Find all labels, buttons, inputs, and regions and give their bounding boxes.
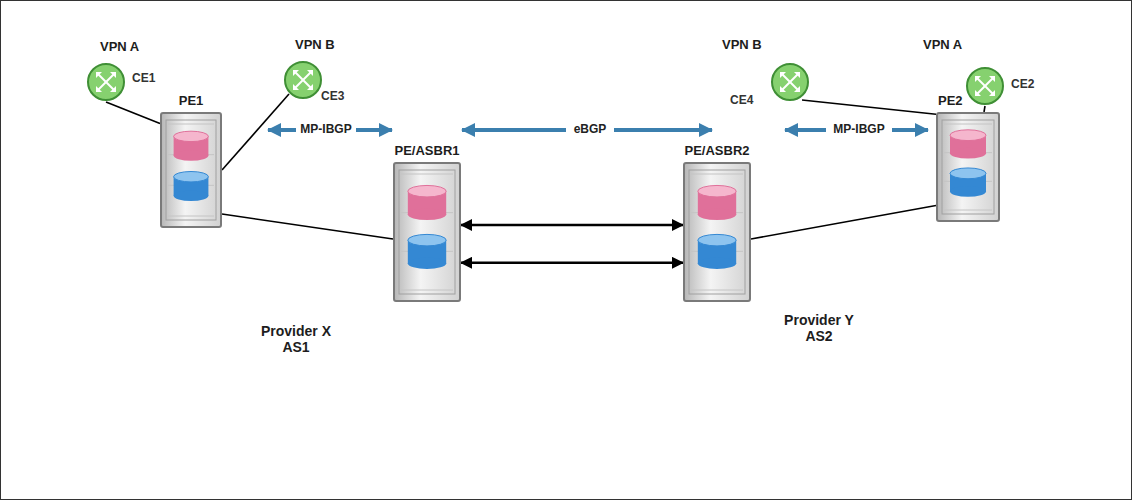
vpn-name: VPN A <box>100 40 139 55</box>
session-arrow <box>785 128 826 132</box>
session-arrow <box>892 128 928 132</box>
ce-router: CE4 <box>770 62 810 102</box>
router-icon <box>395 164 459 300</box>
link-line <box>802 100 936 114</box>
session-arrow <box>268 128 296 132</box>
cloud-shape <box>175 215 530 372</box>
cloud-region: Provider Y AS2 <box>665 200 1030 368</box>
router-name: PE/ASBR2 <box>684 144 749 159</box>
link-arrow <box>461 262 683 265</box>
router-symbol <box>86 62 126 102</box>
ce-router: CE2 <box>965 66 1005 106</box>
router-name: CE2 <box>1011 78 1034 92</box>
link-line <box>222 94 289 170</box>
router-symbol <box>770 62 810 102</box>
provider-name: Provider X AS1 <box>250 323 342 355</box>
pe-router: PE/ASBR1 <box>393 162 461 302</box>
vpn-name: VPN A <box>923 38 962 53</box>
pe-router: PE/ASBR2 <box>683 162 751 302</box>
cloud-region: Provider X AS1 <box>175 215 530 372</box>
router-icon <box>938 114 998 220</box>
session-label: MP-IBGP <box>300 123 351 137</box>
router-icon <box>685 164 749 300</box>
ce-router: CE1 <box>86 62 126 102</box>
ce-router: CE3 <box>283 60 323 100</box>
session-arrow <box>614 128 712 132</box>
router-name: CE3 <box>321 90 344 104</box>
pe-router: PE1 <box>160 112 222 228</box>
link-line <box>106 102 160 124</box>
cloud-region: VPN B CE3 <box>255 18 420 118</box>
router-name: PE1 <box>179 94 204 109</box>
pe-router: PE2 <box>936 112 1000 222</box>
router-name: CE1 <box>132 72 155 86</box>
vpn-name: VPN B <box>722 38 762 53</box>
link-line <box>222 214 393 239</box>
router-name: PE2 <box>938 94 963 109</box>
session-label: eBGP <box>574 123 607 137</box>
cloud-region: VPN ACE2 <box>895 18 1065 116</box>
router-icon <box>162 114 220 226</box>
provider-name: Provider Y AS2 <box>773 312 865 344</box>
cloud-region: VPN B CE4 <box>700 18 860 116</box>
link-line <box>751 206 936 240</box>
session-arrow <box>356 128 392 132</box>
router-name: PE/ASBR1 <box>394 144 459 159</box>
session-arrow <box>462 128 566 132</box>
session-label: MP-IBGP <box>833 123 884 137</box>
router-symbol <box>283 60 323 100</box>
router-symbol <box>965 66 1005 106</box>
router-name: CE4 <box>730 94 753 108</box>
cloud-shape <box>665 200 1030 368</box>
vpn-name: VPN B <box>295 38 335 53</box>
link-arrow <box>461 224 683 227</box>
